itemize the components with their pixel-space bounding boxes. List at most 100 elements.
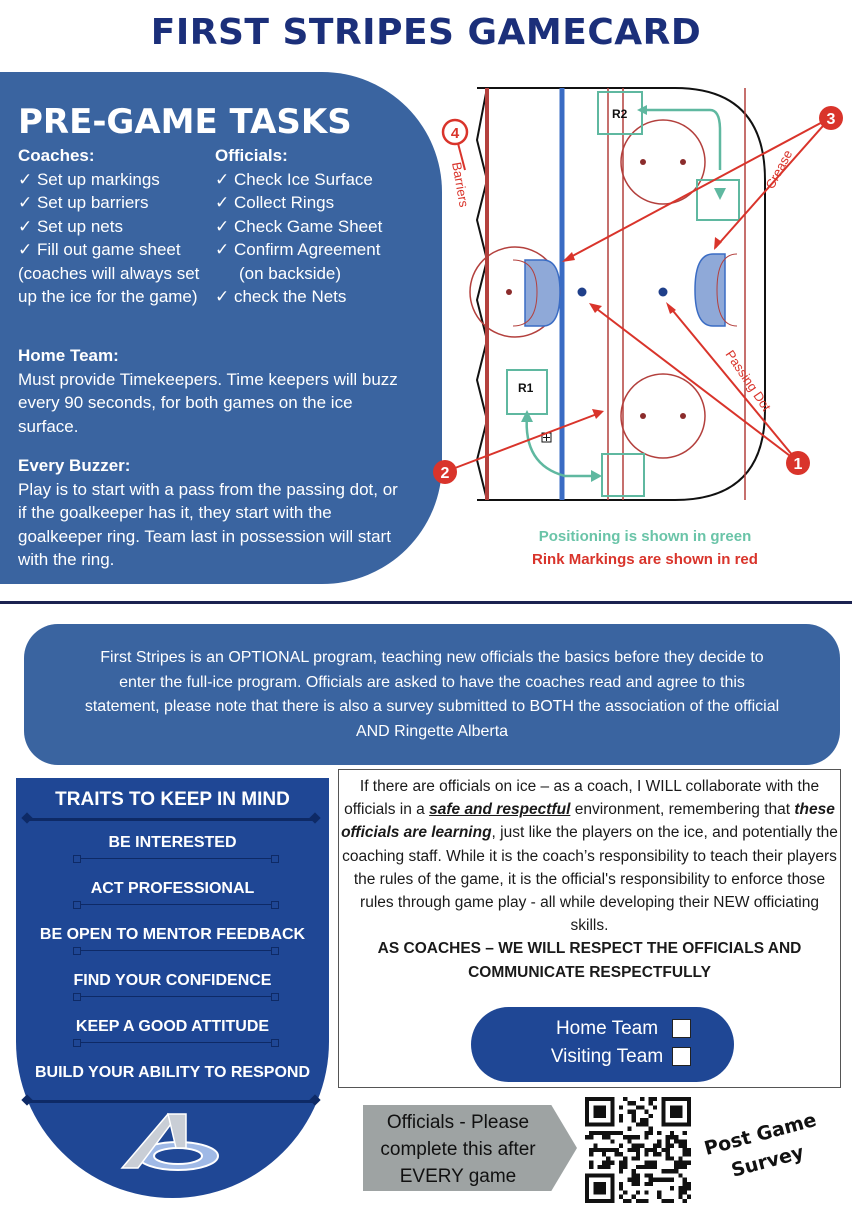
arrowhead bbox=[714, 188, 726, 200]
faceoff-dot bbox=[640, 413, 646, 419]
marker-3 bbox=[819, 106, 843, 130]
home-team-label: Home Team bbox=[555, 1018, 659, 1039]
statement-emphasis: these officials are learning bbox=[341, 801, 835, 842]
legend-red: Rink Markings are shown in red bbox=[532, 551, 758, 568]
r1-move-arrow bbox=[525, 414, 595, 478]
rink-svg: R2 R1 3 4 1 2 Barriers Crea bbox=[433, 87, 843, 501]
statement-text: If there are officials on ice – as a coa… bbox=[341, 778, 838, 935]
svg-text:3: 3 bbox=[827, 111, 836, 128]
officials-item: ✓ Collect Rings bbox=[215, 193, 335, 212]
arrowhead bbox=[521, 410, 533, 422]
coach-statement: If there are officials on ice – as a coa… bbox=[338, 769, 841, 1088]
traits-panel: TRAITS TO KEEP IN MIND BE INTERESTED ACT… bbox=[16, 778, 329, 1198]
faceoff-circle bbox=[620, 373, 706, 459]
trait-item: FIND YOUR CONFIDENCE bbox=[73, 972, 272, 989]
passing-dot bbox=[658, 287, 668, 297]
officials-item: ✓ check the Nets bbox=[215, 287, 347, 306]
divider-line bbox=[73, 947, 279, 955]
center-dot bbox=[506, 289, 512, 295]
r2-start-box bbox=[597, 91, 643, 135]
passing-dot-pointer bbox=[668, 305, 799, 463]
arrowhead bbox=[637, 105, 647, 115]
home-team-section: Home Team: Must provide Timekeepers. Tim… bbox=[18, 344, 408, 438]
rink-boards bbox=[477, 87, 766, 501]
crease-right bbox=[694, 253, 726, 327]
divider-line bbox=[26, 1100, 316, 1103]
divider-line bbox=[73, 901, 279, 909]
crease-line bbox=[716, 253, 738, 327]
r2-end-box bbox=[696, 179, 740, 221]
crease-line bbox=[512, 259, 538, 327]
survey-qr-code[interactable] bbox=[585, 1097, 691, 1203]
statement-emphasis: safe and respectful bbox=[429, 801, 571, 819]
section-divider bbox=[0, 601, 852, 604]
r1-end-box bbox=[601, 453, 645, 497]
pregame-panel: PRE-GAME TASKS Coaches: ✓ Set up marking… bbox=[0, 72, 442, 584]
marker-1 bbox=[786, 451, 810, 475]
crease-pointer bbox=[714, 117, 831, 249]
trait-item: BE INTERESTED bbox=[108, 834, 237, 851]
home-team-option[interactable]: Home Team bbox=[507, 1017, 707, 1040]
divider-line bbox=[26, 818, 316, 821]
visiting-team-checkbox[interactable] bbox=[672, 1047, 691, 1066]
arrowhead bbox=[591, 470, 602, 482]
passing-dot-pointer bbox=[592, 305, 799, 463]
team-selector: Home Team Visiting Team bbox=[471, 1007, 734, 1082]
marker-2 bbox=[433, 460, 457, 484]
buzzer-section: Every Buzzer: Play is to start with a pa… bbox=[18, 454, 408, 572]
coaches-heading: Coaches: bbox=[18, 146, 95, 165]
survey-label: Post Game Survey bbox=[701, 1108, 819, 1182]
home-team-text: Must provide Timekeepers. Time keepers w… bbox=[18, 369, 398, 436]
buzzer-text: Play is to start with a pass from the pa… bbox=[18, 479, 398, 570]
coaches-item: ✓ Set up barriers bbox=[18, 193, 149, 212]
divider-line bbox=[73, 993, 279, 1001]
traits-heading: TRAITS TO KEEP IN MIND bbox=[55, 789, 290, 810]
faceoff-dot bbox=[680, 413, 686, 419]
barriers-label: Barriers bbox=[449, 161, 472, 209]
coaches-item: ✓ Set up nets bbox=[18, 216, 123, 236]
visiting-team-label: Visiting Team bbox=[550, 1046, 664, 1067]
officials-item: ✓ Confirm Agreement bbox=[215, 240, 381, 259]
divider-line bbox=[73, 1039, 279, 1047]
officials-item-note: (on backside) bbox=[239, 263, 342, 283]
officials-heading: Officials: bbox=[215, 146, 288, 165]
page-title: FIRST STRIPES GAMECARD bbox=[150, 12, 702, 53]
divider-line bbox=[73, 855, 279, 863]
svg-text:4: 4 bbox=[451, 125, 460, 142]
marker-4 bbox=[441, 118, 469, 146]
r1-label: R1 bbox=[518, 381, 534, 395]
trait-item: ACT PROFESSIONAL bbox=[90, 880, 255, 897]
barrier-line bbox=[475, 87, 489, 501]
redline-pointer bbox=[454, 413, 598, 469]
buzzer-heading: Every Buzzer: bbox=[18, 456, 131, 475]
faceoff-dot bbox=[680, 159, 686, 165]
legend-green: Positioning is shown in green bbox=[538, 528, 752, 545]
crease-label: Crease bbox=[762, 147, 795, 191]
trait-item: BUILD YOUR ABILITY TO RESPOND bbox=[35, 1064, 310, 1081]
ringette-logo bbox=[120, 1112, 219, 1171]
home-team-heading: Home Team: bbox=[18, 346, 119, 365]
coaches-item: ✓ Set up markings bbox=[18, 169, 160, 189]
svg-text:1: 1 bbox=[794, 456, 803, 473]
officials-list: Officials: ✓ Check Ice Surface ✓ Collect… bbox=[215, 144, 435, 309]
crease-left bbox=[524, 259, 561, 327]
coaches-item: ✓ Fill out game sheet (coaches will alwa… bbox=[18, 240, 200, 306]
optional-program-note: First Stripes is an OPTIONAL program, te… bbox=[24, 624, 840, 765]
rink-diagram: R2 R1 3 4 1 2 Barriers Crea bbox=[425, 70, 850, 510]
home-team-checkbox[interactable] bbox=[672, 1019, 691, 1038]
svg-text:2: 2 bbox=[441, 465, 450, 482]
visiting-team-option[interactable]: Visiting Team bbox=[507, 1045, 707, 1068]
officials-item: ✓ Check Game Sheet bbox=[215, 216, 383, 236]
officials-item: ✓ Check Ice Surface bbox=[215, 169, 373, 189]
r2-move-arrow bbox=[709, 108, 722, 170]
faceoff-dot bbox=[640, 159, 646, 165]
pregame-heading: PRE-GAME TASKS bbox=[18, 102, 352, 142]
r2-label: R2 bbox=[612, 107, 628, 121]
trait-item: KEEP A GOOD ATTITUDE bbox=[75, 1018, 270, 1035]
passing-dot bbox=[577, 287, 587, 297]
survey-instruction: Officials - Please complete this after E… bbox=[363, 1105, 577, 1191]
crease-pointer bbox=[564, 117, 831, 261]
trait-item: BE OPEN TO MENTOR FEEDBACK bbox=[39, 926, 306, 943]
faceoff-circle bbox=[620, 119, 706, 205]
statement-pledge: AS COACHES – WE WILL RESPECT THE OFFICIA… bbox=[377, 940, 802, 981]
